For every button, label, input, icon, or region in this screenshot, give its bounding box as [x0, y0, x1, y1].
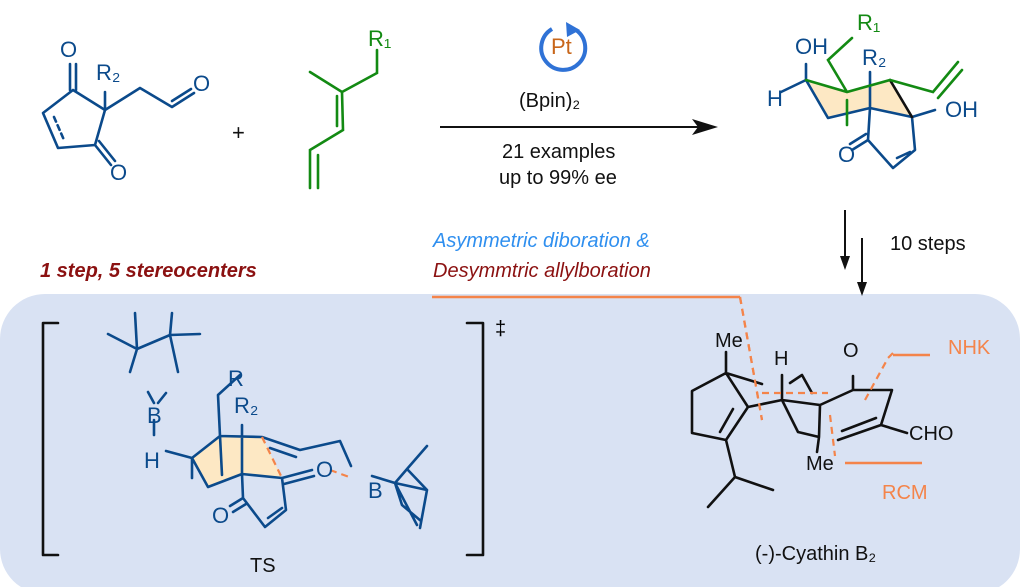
sm-ketone-o1: O [60, 37, 78, 62]
arrowhead [692, 119, 718, 135]
product [779, 36, 964, 170]
cyathin-structure [690, 296, 930, 509]
steps-label: 10 steps [890, 233, 966, 255]
cyathin-cho: CHO [909, 423, 954, 445]
diene-r1: R₁ [368, 26, 392, 51]
nhk-label: NHK [948, 337, 991, 359]
diene [308, 48, 379, 190]
cyathin-o: O [843, 340, 859, 362]
product-oh1: OH [795, 34, 828, 59]
cyathin-name: (-)-Cyathin B₂ [755, 543, 877, 565]
examples-label: 21 examples [502, 141, 616, 163]
stereocenters-text: 1 step, 5 stereocenters [40, 260, 257, 282]
sm-r2: R₂ [96, 60, 121, 85]
product-oh2: OH [945, 97, 978, 122]
plus-sign: + [232, 120, 245, 145]
catalyst-label: Pt [551, 34, 572, 59]
product-r1: R₁ [857, 10, 881, 35]
ts-r2: R₂ [234, 393, 259, 418]
diboration-text: Asymmetric diboration & [433, 230, 650, 252]
rcm-label: RCM [882, 482, 928, 504]
product-h: H [767, 86, 783, 111]
product-r2: R₂ [862, 45, 887, 70]
reagent-label: (Bpin)₂ [519, 90, 581, 112]
allylboration-text: Desymmtric allylboration [433, 260, 651, 282]
ts-label: TS [250, 555, 276, 577]
ts-ketone-o: O [212, 503, 230, 528]
starting-dione [41, 62, 196, 167]
ee-label: up to 99% ee [499, 167, 617, 189]
sm-aldehyde-o: O [193, 71, 211, 96]
cyathin-me-top: Me [715, 330, 743, 352]
transition-state [41, 311, 485, 557]
ts-h: H [144, 448, 160, 473]
ts-boron-right: B [368, 478, 383, 503]
catalyst-cycle-icon [539, 22, 588, 72]
cyathin-h: H [774, 348, 789, 370]
sm-ketone-o2: O [110, 160, 128, 185]
ts-boron-left: B [147, 403, 162, 428]
ts-double-dagger: ‡ [495, 318, 507, 340]
product-o: O [838, 142, 856, 167]
cyathin-me-bottom: Me [806, 453, 834, 475]
ts-carbonyl-o: O [316, 457, 334, 482]
step-arrows [840, 210, 867, 296]
ts-r: R [228, 366, 244, 391]
